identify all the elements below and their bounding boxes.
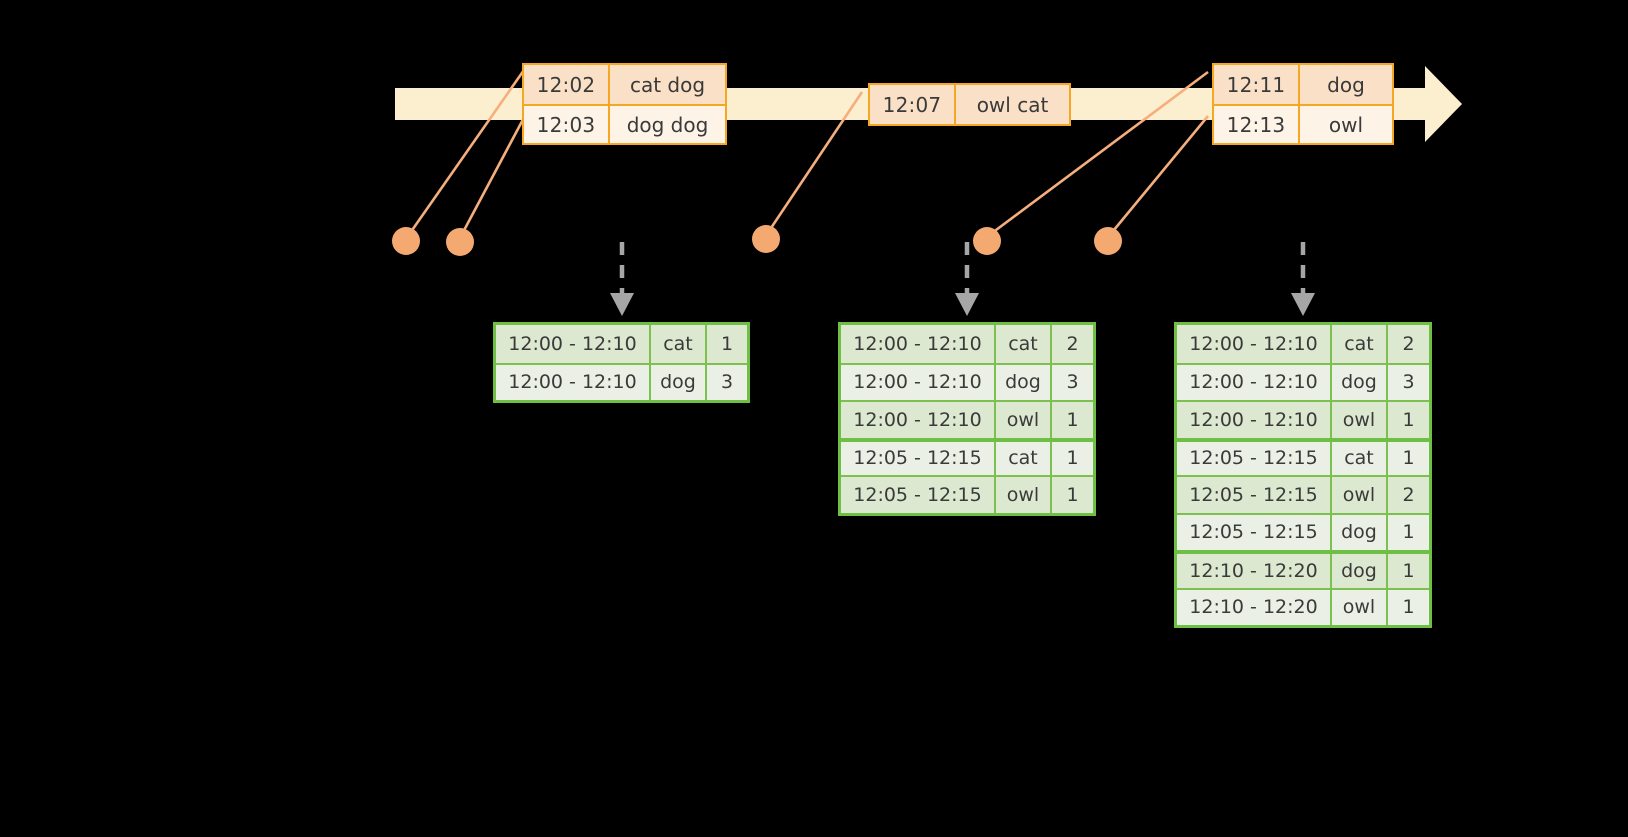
- event-row: 12:03 dog dog: [524, 104, 725, 143]
- cell-word: cat: [1332, 441, 1388, 475]
- cell-count: 1: [1402, 559, 1415, 582]
- cell-word: dog: [1332, 554, 1388, 588]
- cell-word: cat: [996, 325, 1052, 363]
- event-dot-3: [752, 225, 780, 253]
- connector-line-1: [406, 69, 526, 237]
- cell-window: 12:00 - 12:10: [841, 402, 996, 438]
- event-row: 12:02 cat dog: [524, 65, 725, 104]
- event-time: 12:02: [524, 65, 610, 104]
- cell-count: 2: [1066, 332, 1079, 355]
- event-words: dog: [1327, 72, 1365, 97]
- cell-word: dog: [651, 364, 707, 400]
- cell-window: 12:00 - 12:10: [1177, 364, 1332, 400]
- event-time: 12:07: [870, 85, 956, 124]
- cell-count: 3: [1066, 371, 1079, 394]
- cell-count: 1: [1402, 521, 1415, 544]
- connector-line-3: [765, 91, 864, 235]
- cell-word: owl: [1332, 589, 1388, 625]
- cell-window: 12:00 - 12:10: [496, 364, 651, 400]
- cell-word: owl: [996, 477, 1052, 513]
- cell-word: owl: [1332, 402, 1388, 438]
- cell-window: 12:00 - 12:10: [1177, 325, 1332, 363]
- cell-window: 12:10 - 12:20: [1177, 554, 1332, 588]
- cell-count: 2: [1402, 483, 1415, 506]
- cell-window: 12:00 - 12:10: [841, 325, 996, 363]
- event-time: 12:13: [1214, 106, 1300, 143]
- event-words: owl cat: [976, 92, 1049, 117]
- cell-window: 12:05 - 12:15: [1177, 441, 1332, 475]
- cell-count: 3: [720, 371, 734, 394]
- event-words: owl: [1328, 112, 1364, 137]
- cell-count: 1: [1066, 483, 1079, 506]
- cell-word: dog: [1332, 364, 1388, 400]
- cell-count: 1: [720, 332, 734, 355]
- dashed-arrow-head-1: [610, 293, 634, 316]
- dashed-arrow-head-2: [955, 293, 979, 316]
- cell-count: 2: [1402, 332, 1415, 355]
- cell-window: 12:10 - 12:20: [1177, 589, 1332, 625]
- event-words: cat dog: [629, 72, 706, 97]
- cell-count: 1: [1066, 408, 1079, 431]
- cell-count: 1: [1402, 447, 1415, 470]
- event-time: 12:11: [1214, 65, 1300, 104]
- event-row: 12:07 owl cat: [870, 85, 1069, 124]
- event-group-3: 12:11 dog 12:13 owl: [1212, 63, 1394, 145]
- event-group-1: 12:02 cat dog 12:03 dog dog: [522, 63, 727, 145]
- cell-count: 1: [1066, 447, 1079, 470]
- connector-line-2: [459, 111, 529, 237]
- event-group-2: 12:07 owl cat: [868, 83, 1071, 126]
- cell-window: 12:05 - 12:15: [841, 477, 996, 513]
- dashed-arrows: [610, 242, 1315, 316]
- cell-word: owl: [996, 402, 1052, 438]
- cell-count: 1: [1402, 408, 1415, 431]
- event-dot-2: [446, 228, 474, 256]
- event-time: 12:03: [524, 106, 610, 143]
- cell-count: 1: [1402, 596, 1415, 619]
- cell-window: 12:00 - 12:10: [841, 364, 996, 400]
- cell-count: 3: [1402, 371, 1415, 394]
- dashed-arrow-head-3: [1291, 293, 1315, 316]
- event-dot-5: [1094, 227, 1122, 255]
- cell-word: cat: [1332, 325, 1388, 363]
- event-dots: [392, 225, 1122, 256]
- cell-window: 12:05 - 12:15: [841, 441, 996, 475]
- cell-window: 12:05 - 12:15: [1177, 514, 1332, 550]
- event-dot-1: [392, 227, 420, 255]
- event-row: 12:13 owl: [1214, 104, 1392, 143]
- cell-word: cat: [996, 441, 1052, 475]
- cell-word: owl: [1332, 477, 1388, 513]
- event-words: dog dog: [626, 112, 709, 137]
- connector-line-5: [1107, 115, 1210, 237]
- cell-window: 12:00 - 12:10: [1177, 402, 1332, 438]
- cell-word: dog: [996, 364, 1052, 400]
- event-dot-4: [973, 227, 1001, 255]
- cell-window: 12:05 - 12:15: [1177, 477, 1332, 513]
- cell-word: cat: [651, 325, 707, 363]
- event-row: 12:11 dog: [1214, 65, 1392, 104]
- cell-word: dog: [1332, 514, 1388, 550]
- cell-window: 12:00 - 12:10: [496, 325, 651, 363]
